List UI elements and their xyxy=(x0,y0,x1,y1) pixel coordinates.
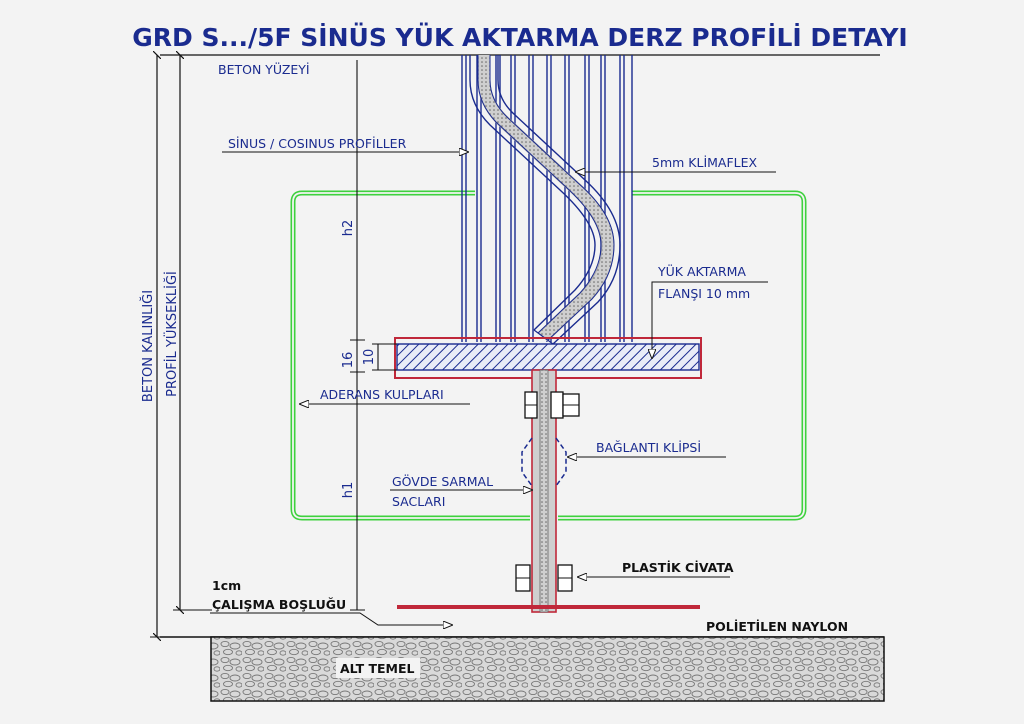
body-web-core xyxy=(539,369,549,613)
label-calisma: ÇALIŞMA BOŞLUĞU xyxy=(212,597,346,612)
label-alt-temel: ALT TEMEL xyxy=(340,661,414,676)
label-yuk-aktarma-2: FLANŞI 10 mm xyxy=(658,286,750,301)
dim-label-profil-yuksekligi: PROFİL YÜKSEKLİĞİ xyxy=(163,271,180,397)
drawing-title: GRD S.../5F SİNÜS YÜK AKTARMA DERZ PROFİ… xyxy=(132,22,907,52)
label-govde-2: SACLARI xyxy=(392,494,445,509)
label-aderans: ADERANS KULPLARI xyxy=(320,387,444,402)
sinus-curved-profile xyxy=(469,55,621,345)
label-beton-yuzeyi: BETON YÜZEYİ xyxy=(218,61,310,77)
dim-label-beton-kalinligi: BETON KALINLIĞI xyxy=(140,290,156,402)
dim-label-h2: h2 xyxy=(341,220,356,237)
dim-label-h1: h1 xyxy=(341,482,356,499)
label-govde-1: GÖVDE SARMAL xyxy=(392,473,493,489)
sub-foundation xyxy=(210,636,885,702)
dim-profil-yuksekligi xyxy=(173,55,212,610)
label-baglanti: BAĞLANTI KLİPSİ xyxy=(596,440,701,455)
label-plastik: PLASTİK CİVATA xyxy=(622,560,734,575)
label-1cm: 1cm xyxy=(212,578,241,593)
dim-beton-kalinligi xyxy=(150,55,200,637)
label-klimaflex: 5mm KLİMAFLEX xyxy=(652,155,758,170)
load-transfer-flange xyxy=(396,343,700,371)
leader-lines xyxy=(210,152,776,625)
label-sinus-profiller: SİNUS / COSINUS PROFİLLER xyxy=(228,136,407,151)
dim-label-10: 10 xyxy=(362,349,377,366)
bolt-lower xyxy=(515,564,573,592)
label-yuk-aktarma-1: YÜK AKTARMA xyxy=(657,263,746,279)
connection-clip xyxy=(521,437,567,487)
sine-profiles-left xyxy=(461,55,534,342)
label-polietilen: POLİETİLEN NAYLON xyxy=(706,619,848,634)
dim-label-16: 16 xyxy=(341,352,356,369)
bolt-upper xyxy=(524,391,580,419)
